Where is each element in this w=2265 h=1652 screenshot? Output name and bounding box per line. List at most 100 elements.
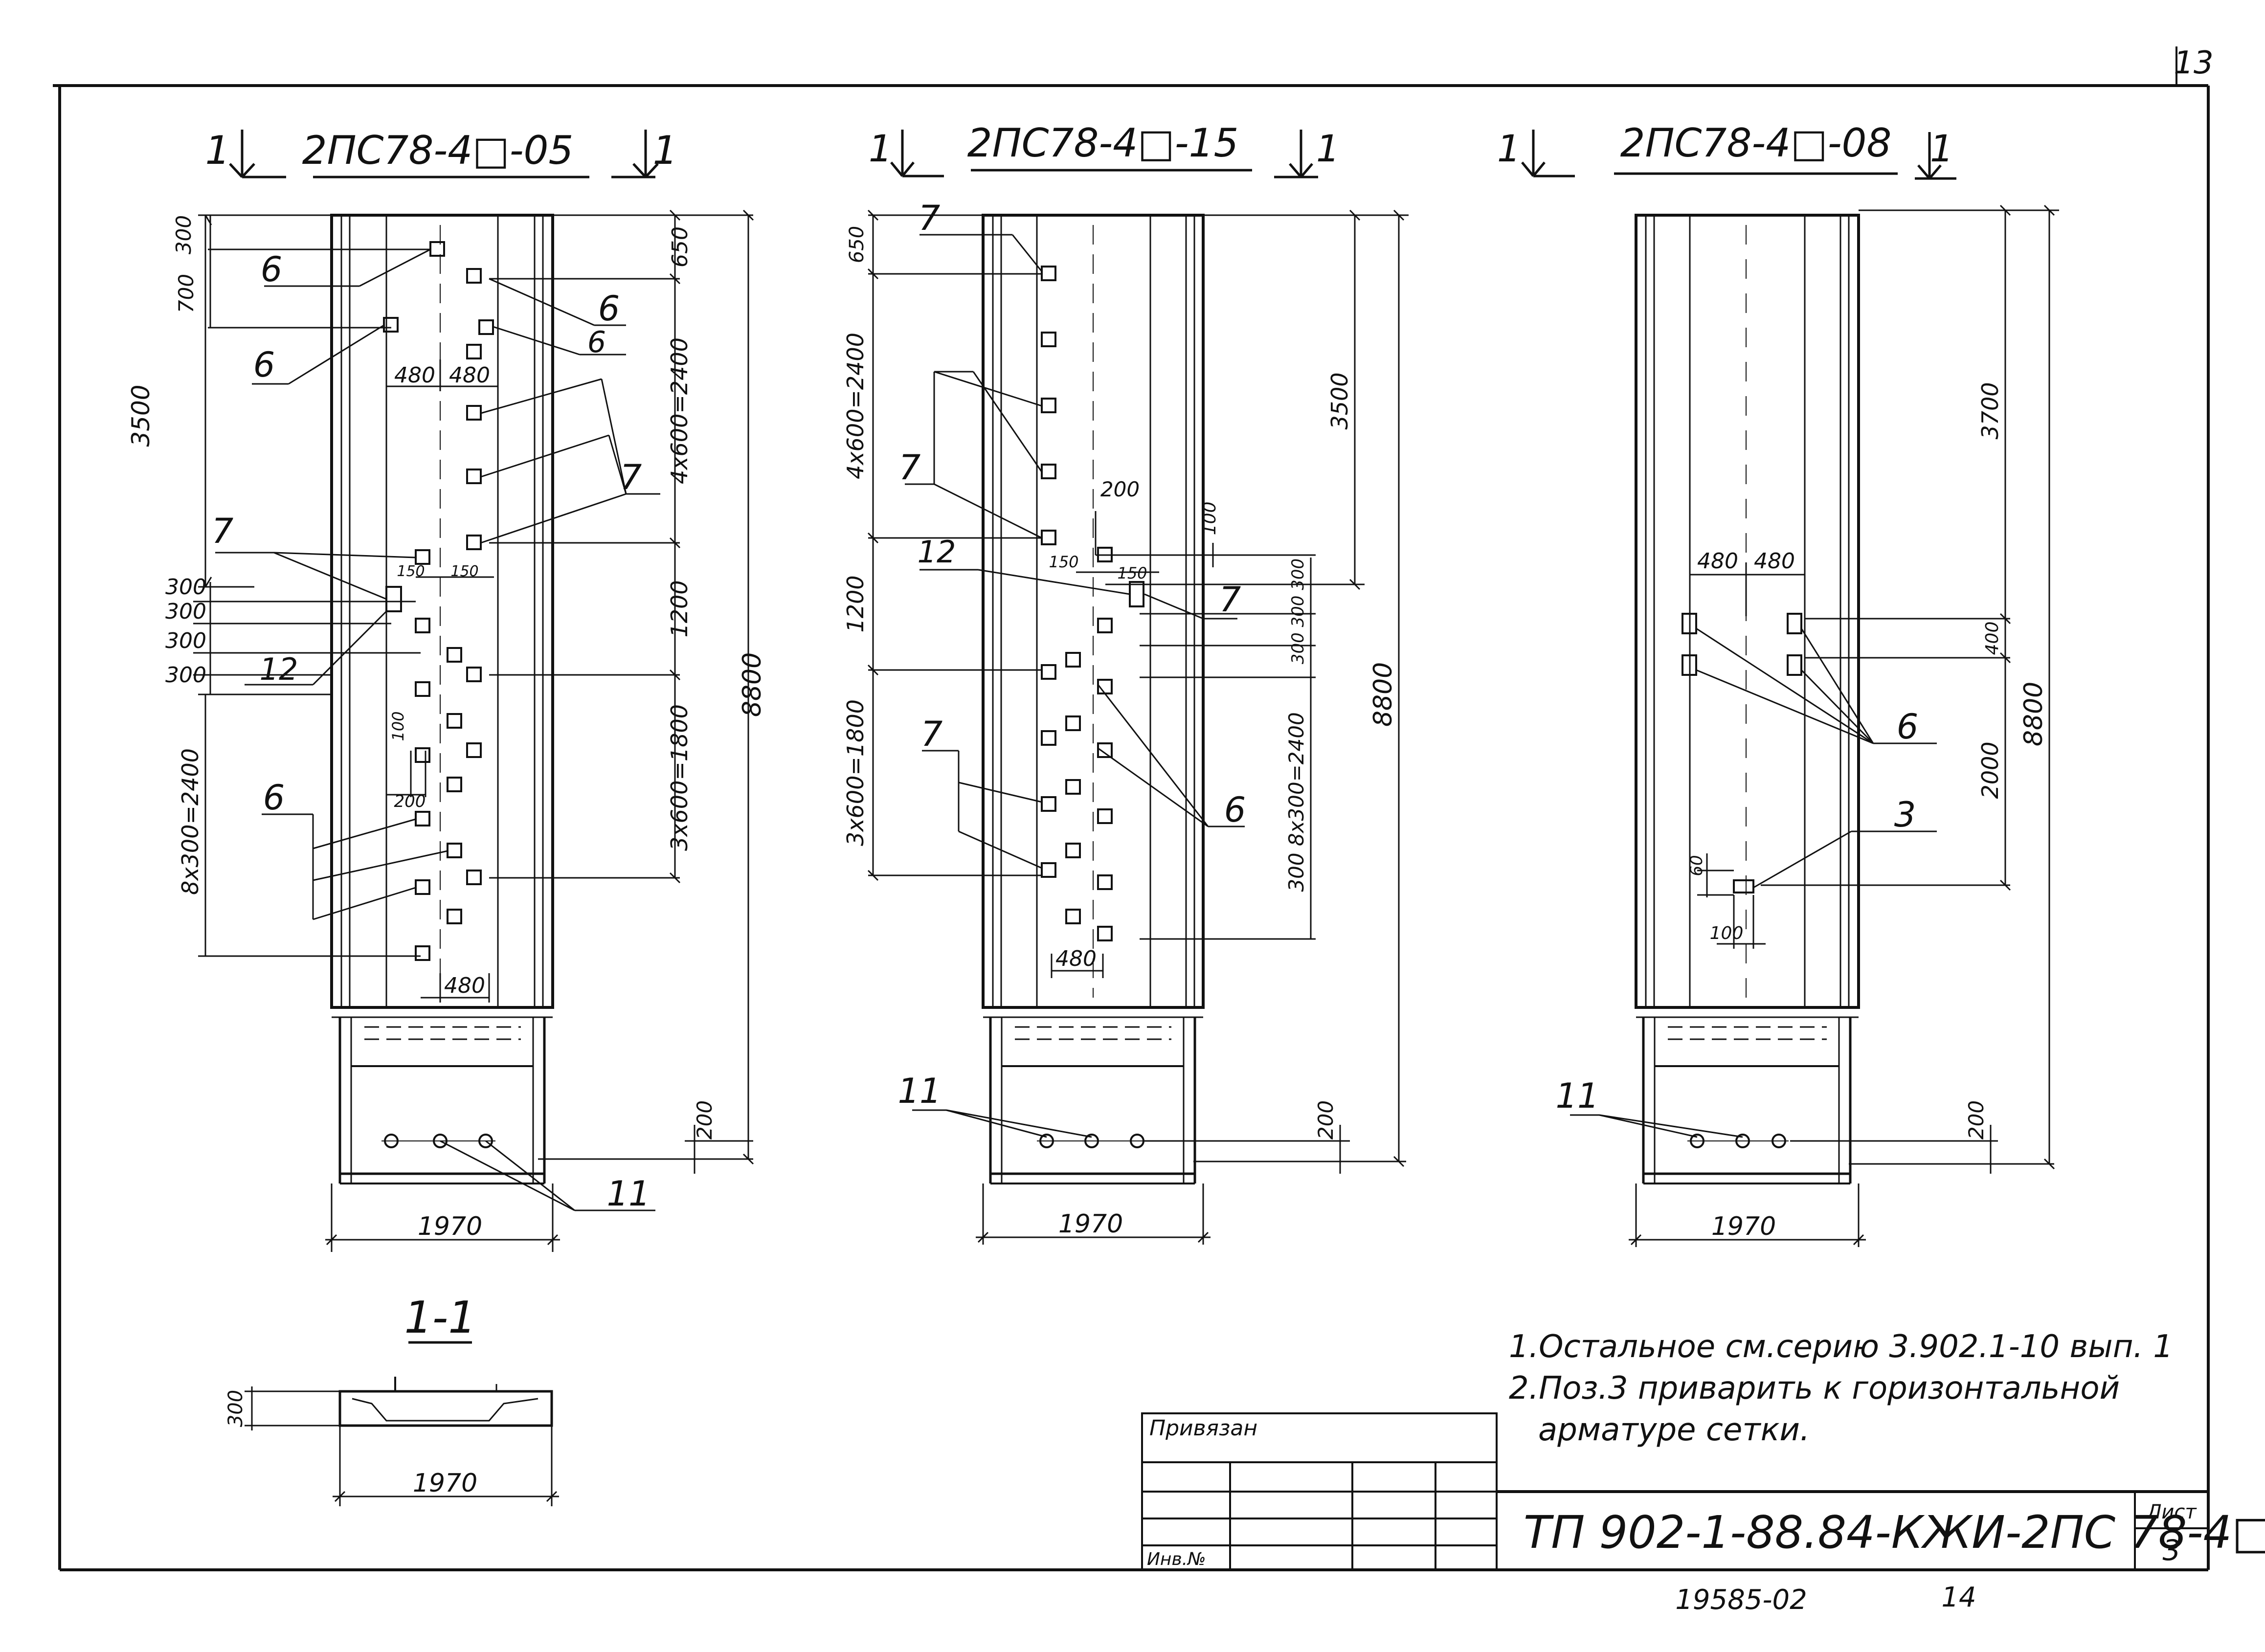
- sheet-corner-number: 13: [2174, 45, 2213, 81]
- panel-a-bottom-frame: [338, 1017, 546, 1184]
- panel-c-width-dimension: [1629, 1183, 1866, 1247]
- panel-c-right-dimensions: [1761, 204, 2059, 1174]
- panel-c-dim-200-bottom: 200: [1964, 1100, 1988, 1139]
- panel-a-dim-3x600: 3x600=1800: [666, 704, 693, 851]
- panel-c-interior-dimensions: [1689, 562, 1806, 949]
- panel-c-section-arrow-left: [1521, 130, 1575, 178]
- title-block: Привязан Инв.№ ТП 902-1-88.84-КЖИ-2ПС 78…: [1141, 1412, 2265, 1571]
- panel-a-pos-6-a: 6: [261, 249, 283, 290]
- panel-b-section-mark-left: 1: [869, 127, 892, 170]
- panel-c-dim-400: 400: [1982, 622, 2002, 655]
- note-2: 2.Поз.3 приварить к горизонтальной: [1509, 1370, 2120, 1406]
- panel-c-dim-480-b: 480: [1754, 549, 1795, 574]
- panel-a-dim-200-bottom: 200: [693, 1100, 717, 1139]
- panel-a-leaders: [215, 248, 660, 1211]
- panel-a-dim-200: 200: [394, 792, 426, 811]
- panel-c-pos-3: 3: [1894, 795, 1916, 835]
- panel-b-pos-7-c: 7: [1219, 580, 1241, 620]
- panel-a-dim-300-2: 300: [165, 599, 206, 624]
- panel-b-pos-6: 6: [1224, 790, 1246, 830]
- panel-b-loop-holes: [1037, 1134, 1147, 1148]
- panel-a-pos-7-b: 7: [212, 511, 234, 551]
- panel-b-dim-4x600: 4x600=2400: [842, 333, 869, 479]
- panel-a-dim-480-b: 480: [449, 363, 490, 388]
- panel-b-width-label: 1970: [1058, 1209, 1123, 1239]
- panel-b-section-arrow-right: [1274, 130, 1318, 179]
- panel-a-dim-480-a: 480: [394, 363, 435, 388]
- panel-c-dim-8800: 8800: [2019, 682, 2048, 746]
- panel-c-section-arrow-right: [1915, 132, 1956, 180]
- panel-a: 1 2ПС78-4□-05 1: [127, 128, 767, 1252]
- panel-a-dim-8x300: 8x300=2400: [177, 748, 203, 895]
- panel-c-pos-6: 6: [1897, 707, 1919, 747]
- panel-a-dim-150-b: 150: [450, 563, 478, 580]
- panel-c-section-mark-right: 1: [1930, 127, 1953, 170]
- panel-b-bottom-frame: [989, 1017, 1196, 1184]
- panel-c-dim-60: 60: [1687, 855, 1706, 876]
- panel-b-title: 2ПС78-4□-15: [967, 120, 1239, 166]
- panel-b-embedded-plates: [1041, 266, 1144, 941]
- panel-c-pos-11: 11: [1555, 1076, 1599, 1116]
- sheet-number: 3: [2163, 1534, 2181, 1567]
- panel-b-dim-100: 100: [1200, 502, 1220, 536]
- panel-a-right-dimensions: [489, 209, 754, 1174]
- panel-a-interior-dimensions: [385, 359, 499, 1003]
- panel-b-dim-3x600: 3x600=1800: [842, 699, 869, 846]
- panel-b-title-block: 1 2ПС78-4□-15 1: [869, 120, 1340, 179]
- panel-c-title-block: 1 2ПС78-4□-08 1: [1497, 120, 1956, 180]
- panel-b-section-arrow-left: [890, 130, 944, 178]
- panel-a-loop-holes: [381, 1134, 495, 1148]
- panel-c-embedded-plates: [1682, 613, 1802, 893]
- panel-b-width-dimension: [976, 1183, 1211, 1245]
- page-number-bottom: 14: [1941, 1582, 1976, 1613]
- panel-a-pos-6-b: 6: [253, 345, 275, 385]
- panel-a-section-mark-right: 1: [653, 128, 678, 173]
- panel-a-dim-700: 700: [174, 274, 198, 313]
- inv-label: Инв.№: [1147, 1549, 1206, 1569]
- panel-a-dim-8800: 8800: [738, 652, 767, 717]
- panel-a-width-label: 1970: [418, 1212, 482, 1241]
- panel-a-dim-100: 100: [389, 711, 407, 741]
- panel-c-dim-480-a: 480: [1697, 549, 1738, 574]
- panel-c-width-label: 1970: [1711, 1212, 1776, 1241]
- panel-b-dim-1200: 1200: [842, 575, 869, 632]
- panel-a-left-dimensions: [193, 214, 430, 957]
- panel-b-dim-650: 650: [846, 226, 868, 263]
- panel-b-pos-7-b: 7: [899, 447, 921, 488]
- panel-c-loop-holes: [1687, 1134, 1789, 1148]
- panel-c-dim-3700: 3700: [1977, 382, 2003, 439]
- panel-a-dim-650: 650: [668, 226, 693, 268]
- panel-b-left-dimensions: [867, 209, 1042, 881]
- section-dim-1970: 1970: [413, 1469, 477, 1498]
- panel-a-pos-7-a: 7: [620, 457, 642, 497]
- panel-a-pos-12: 12: [260, 651, 298, 687]
- note-1: 1.Остальное см.серию 3.902.1-10 вып. 1: [1509, 1329, 2173, 1365]
- panel-a-dim-150-a: 150: [397, 563, 425, 580]
- panel-a-outline: [330, 214, 554, 1018]
- panel-b-dim-200-bottom: 200: [1314, 1100, 1338, 1139]
- panel-a-pos-11: 11: [606, 1174, 650, 1214]
- panel-a-title-block: 1 2ПС78-4□-05 1: [205, 128, 678, 179]
- panel-c: 1 2ПС78-4□-08 1: [1497, 120, 2059, 1247]
- panel-b-dim-8800: 8800: [1368, 662, 1398, 727]
- panel-a-dim-300-top: 300: [172, 215, 196, 254]
- panel-a-dim-4x600: 4x600=2400: [666, 337, 693, 484]
- panel-b-dim-150-b: 150: [1117, 564, 1147, 582]
- panel-c-dim-2000: 2000: [1977, 741, 2003, 799]
- panel-b-dim-480-bottom: 480: [1055, 946, 1097, 971]
- panel-b-section-mark-right: 1: [1316, 127, 1340, 170]
- panel-a-section-arrow-left: [229, 130, 286, 179]
- panel-c-outline: [1635, 214, 1860, 1018]
- panel-a-width-dimension: [325, 1183, 560, 1252]
- panel-c-section-mark-left: 1: [1497, 127, 1521, 170]
- privyazan-label: Привязан: [1149, 1416, 1257, 1441]
- panel-c-leaders: [1570, 627, 1937, 1138]
- sheet-frame: [53, 46, 2210, 1571]
- panel-a-pos-6-c: 6: [598, 289, 620, 329]
- panel-c-dim-100: 100: [1710, 923, 1744, 943]
- panel-b-dim-3500: 3500: [1326, 372, 1353, 429]
- notes: 1.Остальное см.серию 3.902.1-10 вып. 1 2…: [1509, 1329, 2173, 1448]
- panel-a-section-arrow-right: [611, 130, 659, 179]
- panel-c-title: 2ПС78-4□-08: [1620, 120, 1892, 166]
